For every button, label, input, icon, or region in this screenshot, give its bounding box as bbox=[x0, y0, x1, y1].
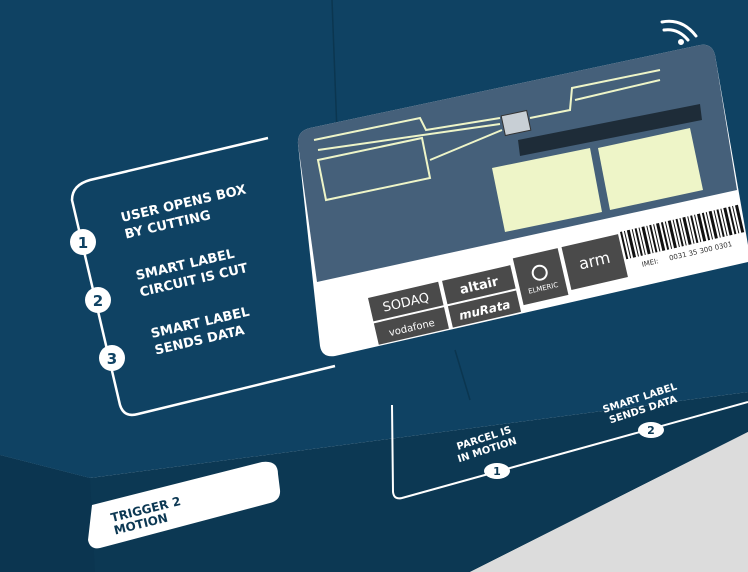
trigger-tab: TRIGGER 2 MOTION bbox=[88, 461, 281, 549]
pad-right bbox=[598, 128, 703, 210]
pad-left bbox=[492, 148, 602, 232]
circuit-traces bbox=[313, 69, 661, 202]
wifi-icon bbox=[660, 19, 698, 45]
chip bbox=[500, 109, 532, 137]
floor bbox=[470, 432, 748, 572]
imei-label: IMEI: bbox=[641, 257, 659, 269]
flap-crease-lower bbox=[454, 349, 471, 401]
svg-text:1: 1 bbox=[78, 234, 88, 252]
smart-label: SODAQ vodafone altair muRata ELMERIC arm bbox=[297, 44, 748, 357]
circuit-bar bbox=[518, 104, 702, 156]
svg-text:2: 2 bbox=[93, 292, 103, 310]
svg-text:3: 3 bbox=[107, 350, 117, 368]
barcode-icon: IMEI: 0031 35 300 0301 bbox=[620, 204, 745, 269]
box-left-side bbox=[0, 455, 95, 572]
box-front-face bbox=[0, 392, 748, 572]
svg-text:1: 1 bbox=[493, 465, 501, 478]
svg-text:2: 2 bbox=[647, 424, 655, 437]
timeline-front bbox=[391, 401, 748, 500]
